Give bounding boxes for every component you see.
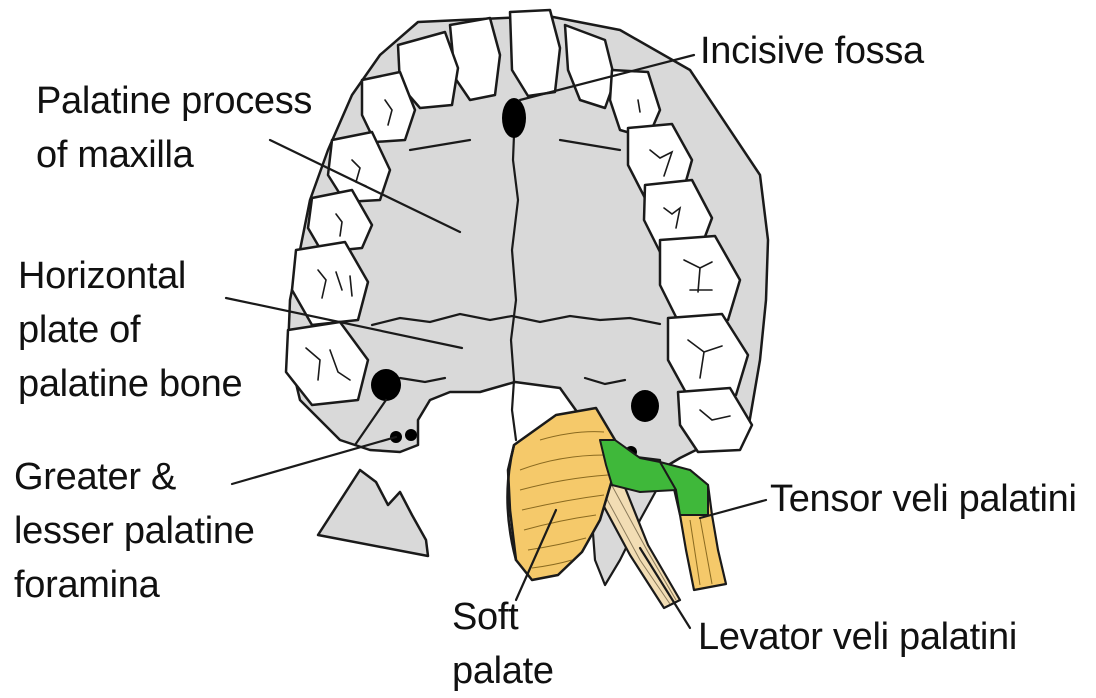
- label-tensor-veli-palatini: Tensor veli palatini: [770, 472, 1077, 526]
- leader-foramina-1: [232, 437, 396, 484]
- leader-levator: [640, 548, 690, 628]
- greater-palatine-foramen-right: [631, 390, 659, 422]
- label-palatine-process: Palatine process of maxilla: [36, 74, 312, 182]
- greater-palatine-foramen-left: [371, 369, 401, 401]
- pterygoid-plate-left: [318, 470, 428, 556]
- label-incisive-fossa: Incisive fossa: [700, 24, 924, 78]
- label-foramina: Greater & lesser palatine foramina: [14, 450, 255, 612]
- label-horizontal-plate: Horizontal plate of palatine bone: [18, 249, 242, 411]
- incisive-fossa-hole: [502, 98, 526, 138]
- lesser-palatine-foramen: [405, 429, 417, 441]
- label-soft-palate: Soft palate: [452, 590, 554, 698]
- label-levator-veli-palatini: Levator veli palatini: [698, 610, 1017, 664]
